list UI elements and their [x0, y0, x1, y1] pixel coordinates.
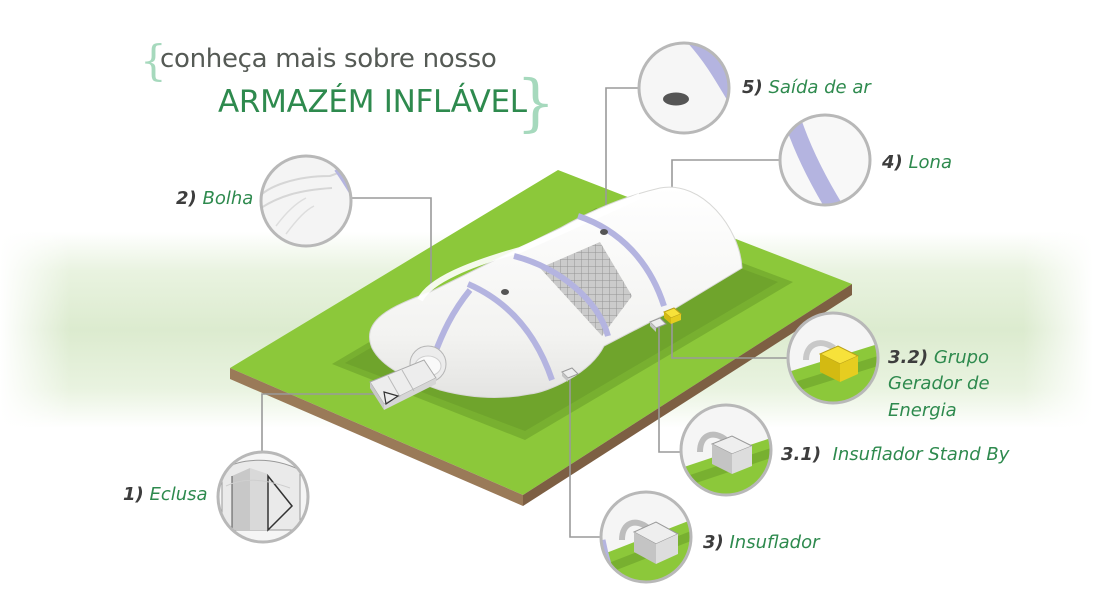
label-insuflador-standby: 3.1) Insuflador Stand By	[781, 443, 1009, 466]
insuflador-zoom	[599, 490, 693, 584]
label-bolha: 2) Bolha	[176, 187, 253, 210]
label-text: Bolha	[202, 188, 254, 209]
inflatable-dome	[369, 186, 743, 398]
label-eclusa: 1) Eclusa	[123, 483, 208, 506]
label-number: 4)	[882, 152, 903, 173]
label-number: 3)	[703, 532, 724, 553]
gerador-zoom	[786, 311, 880, 405]
label-lona: 4) Lona	[882, 151, 952, 174]
label-number: 1)	[123, 484, 144, 505]
lona-zoom	[778, 113, 872, 207]
label-gerador-line-2: Gerador de	[888, 373, 990, 394]
bolha-zoom	[259, 154, 353, 248]
standby-zoom	[679, 403, 773, 497]
blowers	[561, 317, 667, 382]
label-gerador-line-3: Energia	[888, 400, 957, 421]
label-text: Lona	[908, 152, 952, 173]
label-insuflador: 3) Insuflador	[703, 531, 820, 554]
label-text: Saída de ar	[768, 77, 871, 98]
label-number: 5)	[742, 77, 763, 98]
title-line-1: conheça mais sobre nosso	[160, 44, 497, 74]
generator	[663, 307, 682, 324]
eclusa-zoom	[216, 450, 310, 544]
title-brace-open: {	[140, 36, 167, 85]
label-text: Eclusa	[149, 484, 208, 505]
label-text-line-1: Grupo	[933, 347, 990, 368]
label-number: 3.2)	[888, 347, 929, 368]
label-number: 3.1)	[781, 444, 822, 465]
airlock	[369, 345, 447, 410]
label-saida-de-ar: 5) Saída de ar	[742, 76, 871, 99]
label-number: 2)	[176, 188, 197, 209]
label-text: Insuflador	[729, 532, 820, 553]
saida-de-ar-zoom	[637, 41, 731, 135]
label-text: Insuflador Stand By	[832, 444, 1010, 465]
title-brace-close: }	[516, 66, 556, 139]
label-gerador: 3.2) Grupo	[888, 346, 989, 369]
title-line-2: ARMAZÉM INFLÁVEL	[218, 84, 527, 120]
